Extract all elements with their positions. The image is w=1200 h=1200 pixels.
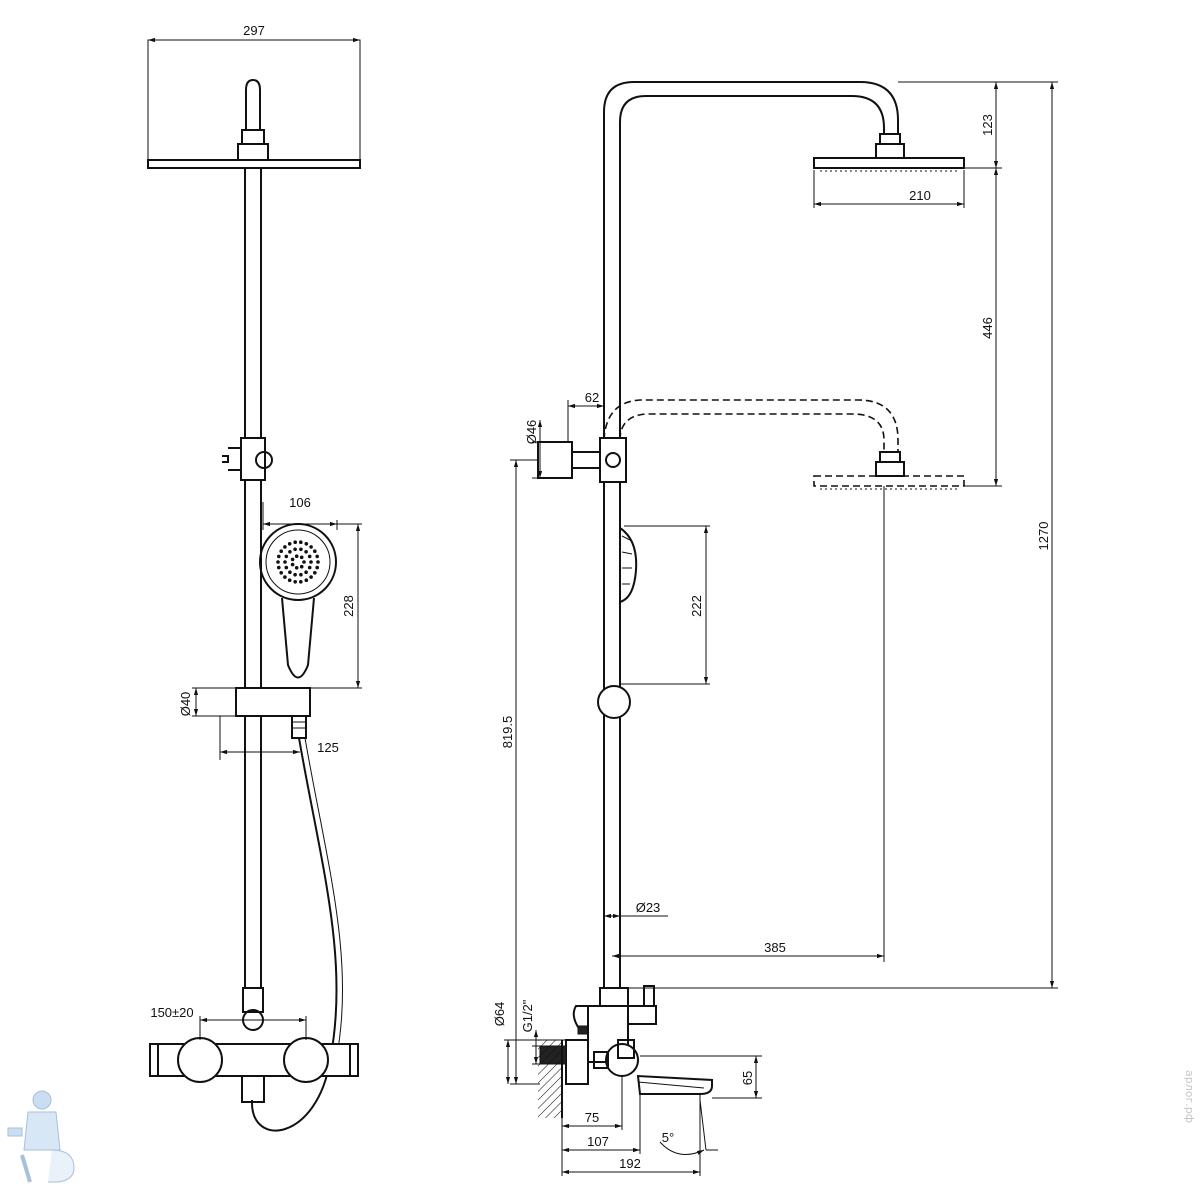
nozzle-dot (304, 570, 308, 574)
nozzle-dot (277, 554, 281, 559)
nozzle-dot (294, 554, 299, 558)
dim-holder-offset: 125 (317, 740, 339, 755)
nozzle-dot (299, 547, 303, 552)
nozzle-dot (309, 575, 313, 579)
side-view-dimensions: 123 210 446 1270 62 Ø46 222 819.5 (492, 81, 1058, 1176)
thermostatic-mixer (149, 1037, 359, 1103)
nozzle-dot (309, 560, 313, 564)
nozzle-dot (290, 557, 295, 562)
dim-holder-diameter: Ø40 (178, 692, 193, 717)
nozzle-dot (315, 554, 320, 559)
nozzle-dot (283, 560, 287, 564)
nozzle-dot (313, 571, 317, 575)
dim-inlet-depth: 75 (585, 1110, 599, 1125)
hand-shower (259, 523, 337, 679)
overhead-shower-head-side (813, 133, 965, 172)
nozzle-dot (287, 578, 292, 582)
nozzle-dot (276, 560, 280, 564)
nozzle-dot (290, 562, 295, 567)
dim-spout-height: 65 (740, 1071, 755, 1085)
nozzle-dot (279, 549, 284, 553)
wall-section (538, 1040, 562, 1118)
nozzle-dot (307, 565, 312, 570)
nozzle-dot (293, 580, 298, 584)
dim-bracket-height: 819.5 (500, 716, 515, 749)
dim-total-height: 1270 (1036, 522, 1051, 551)
nozzle-dot (293, 547, 297, 552)
shower-arm-lowered (603, 399, 899, 452)
nozzle-dot (288, 570, 292, 574)
nozzle-dot (299, 572, 303, 577)
nozzle-dot (302, 560, 306, 564)
nozzle-dot (288, 550, 292, 554)
shower-arm (603, 81, 899, 988)
nozzle-dot (313, 549, 317, 553)
nozzle-dot (304, 550, 308, 554)
front-view-dimensions: 297 106 228 Ø40 125 150±20 (148, 23, 362, 1040)
side-view (537, 81, 965, 1118)
dim-inlet-thread: G1/2" (520, 999, 535, 1032)
nozzle-dot (299, 580, 303, 584)
dim-height-adjust: 446 (980, 317, 995, 339)
dim-hand-shower-length-side: 222 (689, 595, 704, 617)
nozzle-dot (284, 554, 289, 559)
nozzle-dot (307, 554, 312, 559)
dim-arm-offset: 62 (585, 390, 599, 405)
nozzle-dot (284, 565, 289, 570)
diverter (242, 987, 264, 1031)
overhead-shower-head (147, 39, 361, 169)
wall-bracket (537, 437, 627, 483)
dim-head-drop: 123 (980, 114, 995, 136)
dim-body-diameter: Ø64 (492, 1002, 507, 1027)
nozzle-dot (277, 565, 281, 570)
nozzle-dot (299, 564, 304, 569)
dim-hand-shower-length: 228 (341, 595, 356, 617)
hand-shower-side (597, 527, 638, 719)
dim-head-width: 297 (243, 23, 265, 38)
dim-rail-diameter: Ø23 (636, 900, 661, 915)
nozzle-dot (304, 578, 309, 582)
rail-slider (222, 437, 273, 481)
dim-inlet-spacing: 150±20 (150, 1005, 193, 1020)
dim-spout-angle: 5° (662, 1130, 674, 1145)
nozzle-dot (299, 555, 304, 560)
dim-bracket-diameter: Ø46 (524, 420, 539, 445)
nozzle-dot (293, 572, 297, 577)
nozzle-dot (293, 540, 298, 544)
dim-head-diameter: 210 (909, 188, 931, 203)
dim-arm-reach: 385 (764, 940, 786, 955)
nozzle-dot (279, 571, 284, 575)
dim-hand-shower-width: 106 (289, 495, 311, 510)
nozzle-dot (294, 566, 299, 570)
front-view (147, 39, 361, 1132)
nozzle-dot (315, 565, 320, 570)
nozzle-pattern (276, 540, 320, 584)
nozzle-dot (283, 545, 287, 549)
nozzle-dot (283, 575, 287, 579)
shower-rail (244, 167, 262, 989)
plumber-mascot-logo (7, 1090, 75, 1183)
nozzle-dot (299, 540, 303, 544)
dim-valve-offset: 107 (587, 1134, 609, 1149)
watermark: арлог.рф (1183, 1070, 1196, 1124)
nozzle-dot (316, 560, 320, 564)
hand-shower-holder (235, 687, 311, 739)
nozzle-dot (287, 542, 292, 546)
dim-spout-length: 192 (619, 1156, 641, 1171)
nozzle-dot (304, 542, 309, 546)
overhead-shower-head-lowered (813, 451, 965, 490)
nozzle-dot (309, 545, 313, 549)
